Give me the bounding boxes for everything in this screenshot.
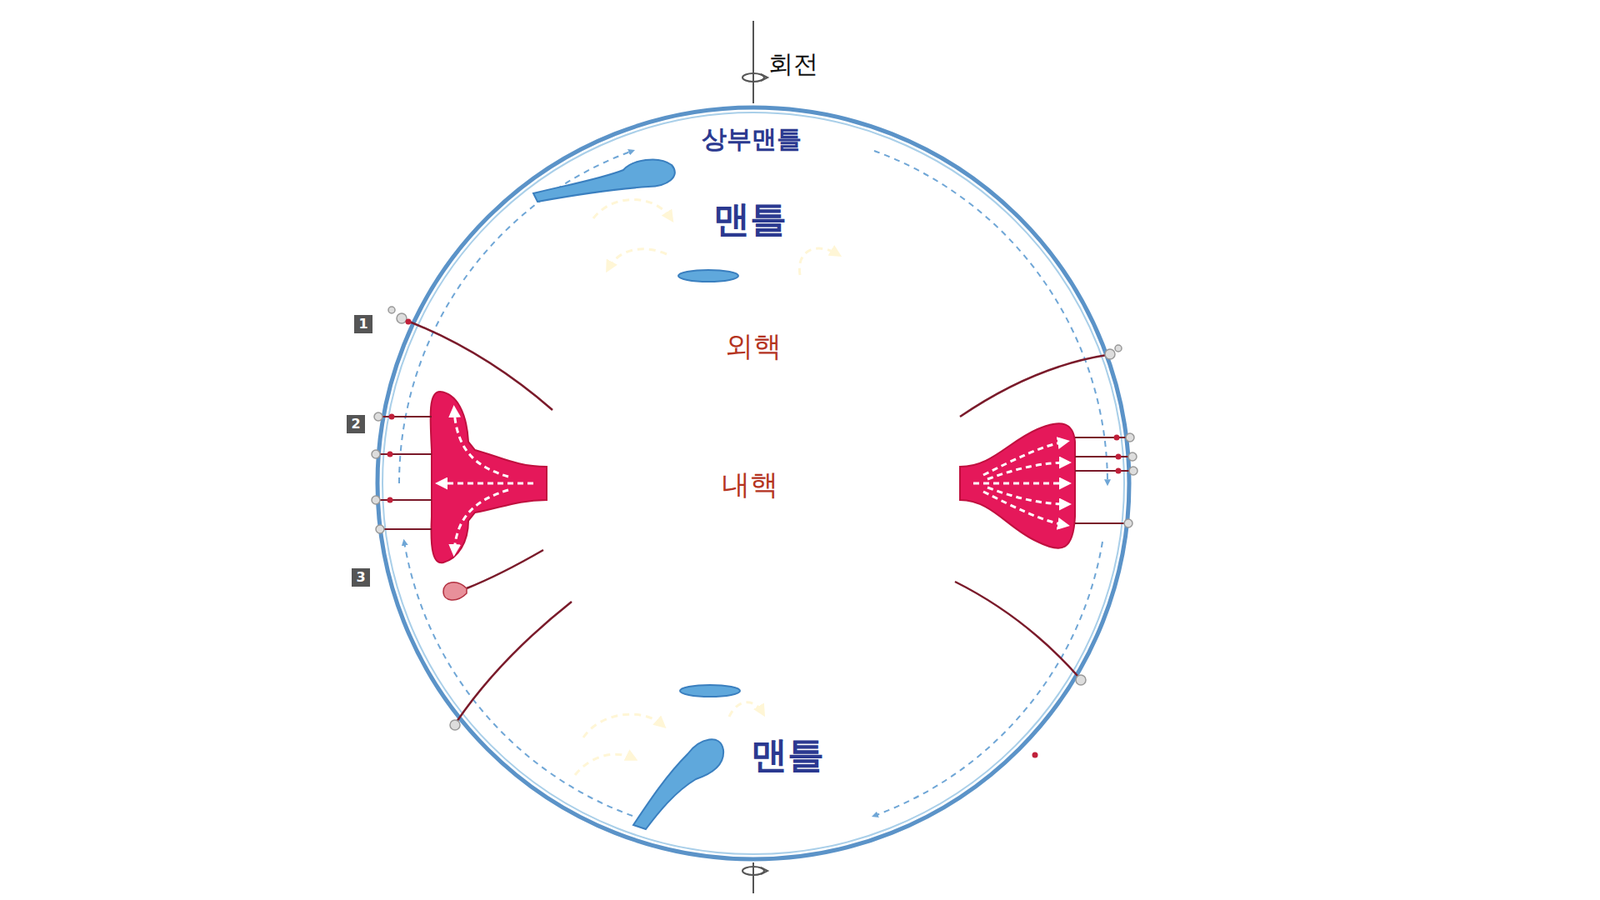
magma-dot [387,319,1122,759]
plume-flow [440,410,1067,552]
outer-core: 외핵내핵 [543,273,964,694]
inner-core-fill [657,387,850,580]
callout-number: 3 [351,568,370,587]
convection-arrow [575,200,838,776]
crust-ring [377,107,1130,860]
mantle-region: 맨틀맨틀외핵내핵 [426,156,1080,810]
mantle-plume [430,391,547,563]
inner-core: 내핵 [656,386,850,580]
layer-name: 내핵 [721,469,779,500]
axis-label: 회전 [768,50,819,78]
small-plume [443,582,467,600]
upper-mantle-flow [399,150,1108,816]
layer-name: 맨틀 [750,735,825,775]
layer-name: 외핵 [725,330,782,362]
outer-core-fill [547,277,960,690]
mantle-region-fill [427,157,1080,810]
upper-mantle-band-fill [377,107,1130,860]
callout-number: 2 [346,415,365,434]
mantle-plume [960,423,1075,549]
layer-name: 맨틀 [713,199,787,240]
crust-inner [382,112,1125,855]
volcano [371,306,1138,730]
callout-number: 1 [354,315,373,334]
feeder [379,416,1130,530]
upper-mantle-band: 상부맨틀맨틀맨틀외핵내핵 [375,105,1131,861]
slab [533,159,740,830]
plume-conduit [405,320,1107,722]
layer-name: 상부맨틀 [701,125,802,153]
